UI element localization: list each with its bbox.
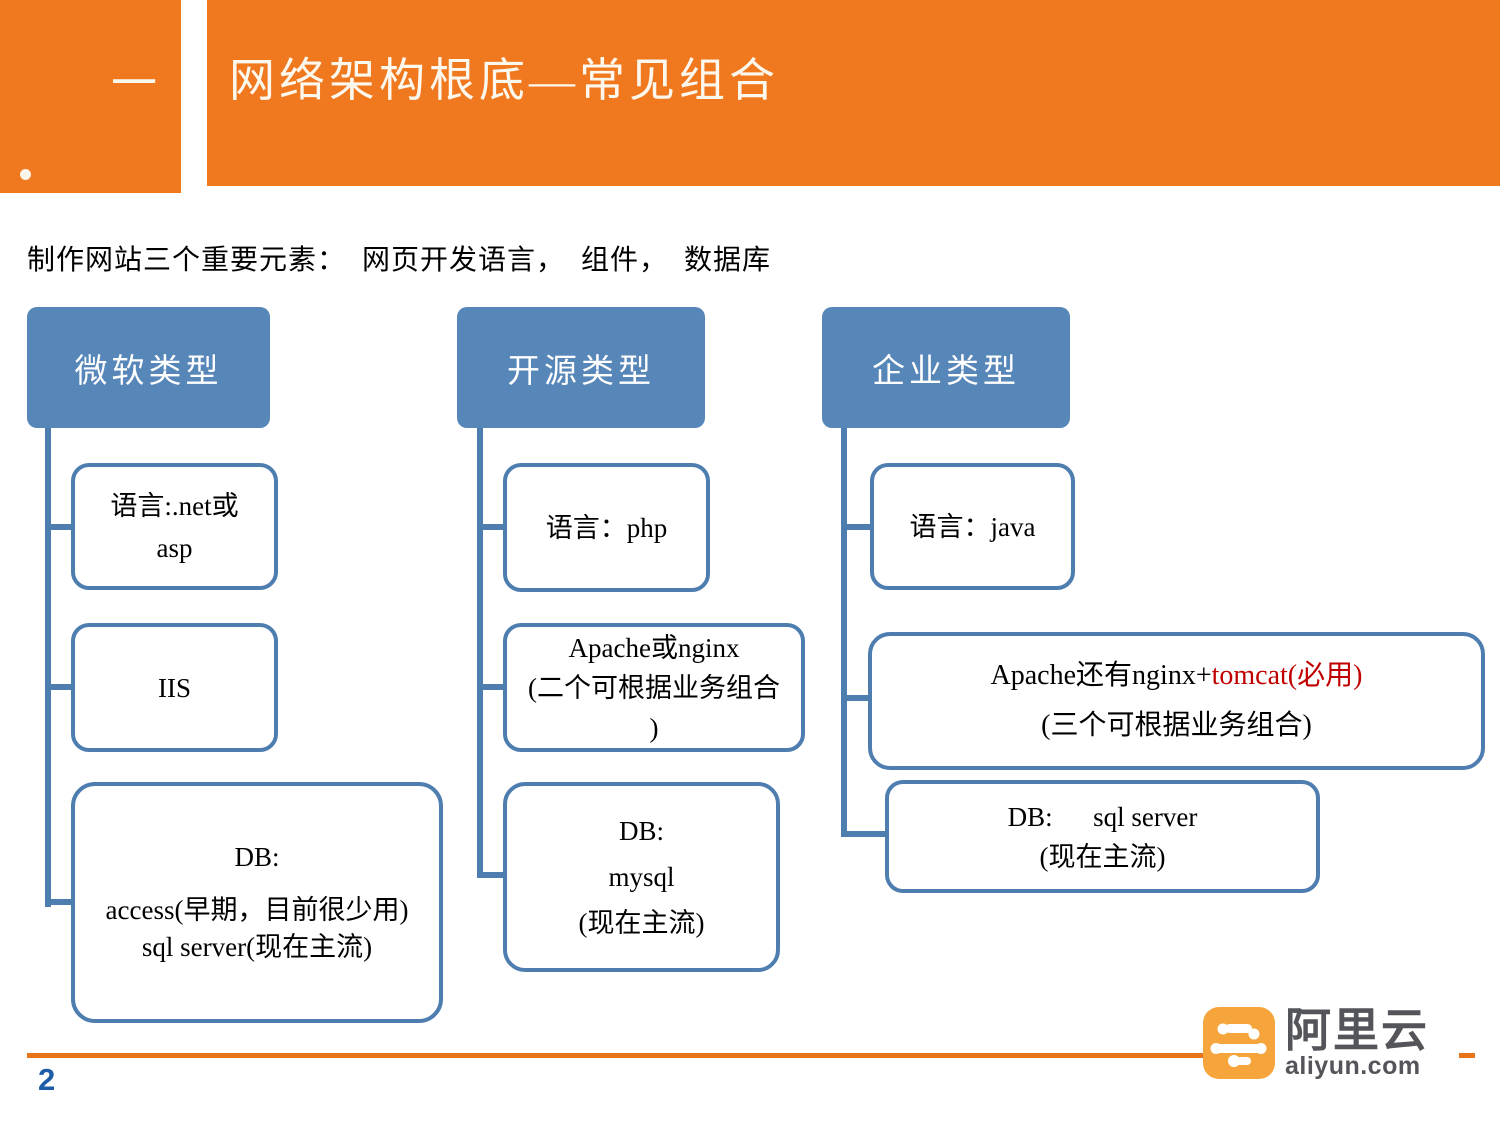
box-text-line: 语言:.net或 bbox=[110, 490, 239, 521]
box-ms-db: DB: access(早期，目前很少用) sql server(现在主流) bbox=[71, 782, 443, 1023]
box-text-line: 语言：php bbox=[545, 512, 668, 543]
footer-divider bbox=[27, 1053, 1475, 1058]
connector-line bbox=[45, 899, 71, 905]
webserver-black-text: Apache还有nginx+ bbox=[990, 660, 1212, 691]
box-text-line: DB: bbox=[234, 842, 280, 872]
box-text-line: DB: sql server bbox=[1007, 801, 1198, 832]
webserver-red-text: tomcat(必用) bbox=[1211, 660, 1363, 691]
aliyun-logo: 阿里云 aliyun.com bbox=[1203, 1000, 1459, 1086]
box-os-language: 语言：php bbox=[503, 463, 710, 592]
box-text-line: IIS bbox=[158, 672, 191, 703]
header-main-block: 网络架构根底—常见组合 bbox=[207, 0, 1500, 186]
box-ent-db: DB: sql server (现在主流) bbox=[885, 780, 1320, 893]
bullet-dot bbox=[20, 169, 31, 180]
connector-line bbox=[477, 684, 503, 690]
connector-line bbox=[45, 428, 51, 907]
aliyun-name: 阿里云 bbox=[1285, 1004, 1429, 1056]
aliyun-domain: aliyun.com bbox=[1285, 1052, 1421, 1080]
box-text-line: access(早期，目前很少用) bbox=[105, 895, 409, 925]
box-text-line: mysql bbox=[608, 862, 675, 892]
header-enterprise-type: 企业类型 bbox=[822, 307, 1070, 428]
box-text-line: asp bbox=[156, 532, 193, 563]
box-os-webserver: Apache或nginx (二个可根据业务组合 ) bbox=[503, 623, 805, 752]
connector-line bbox=[45, 684, 71, 690]
box-os-db: DB: mysql (现在主流) bbox=[503, 782, 780, 972]
box-text-line: Apache还有nginx+tomcat(必用) bbox=[991, 651, 1363, 701]
box-text-line: sql server(现在主流) bbox=[141, 932, 373, 962]
box-text-line: DB: bbox=[618, 816, 664, 846]
page-number: 2 bbox=[38, 1062, 56, 1097]
aliyun-cloud-icon bbox=[1203, 1007, 1275, 1079]
connector-line bbox=[477, 428, 483, 878]
box-ms-iis: IIS bbox=[71, 623, 278, 752]
section-number: 一 bbox=[111, 58, 157, 109]
box-text-line: (三个可根据业务组合) bbox=[1041, 710, 1312, 741]
header-left-block: 一 bbox=[0, 0, 181, 193]
box-ms-language: 语言:.net或 asp bbox=[71, 463, 278, 590]
connector-line bbox=[45, 524, 71, 530]
header-microsoft-type: 微软类型 bbox=[27, 307, 270, 428]
header-opensource-type: 开源类型 bbox=[457, 307, 705, 428]
box-text-line: (现在主流) bbox=[1039, 841, 1166, 872]
header-microsoft-label: 微软类型 bbox=[74, 353, 223, 390]
box-text-line: ) bbox=[649, 712, 659, 743]
box-ent-language: 语言：java bbox=[870, 463, 1075, 590]
connector-line bbox=[841, 695, 868, 701]
connector-line bbox=[477, 872, 503, 878]
page-title: 网络架构根底—常见组合 bbox=[229, 55, 779, 106]
header-opensource-label: 开源类型 bbox=[507, 353, 655, 390]
connector-line bbox=[477, 524, 503, 530]
box-text-line: (现在主流) bbox=[578, 908, 705, 938]
box-text-line: 语言：java bbox=[909, 511, 1036, 542]
connector-line bbox=[841, 524, 870, 530]
connector-line bbox=[841, 428, 847, 836]
intro-text: 制作网站三个重要元素： 网页开发语言， 组件， 数据库 bbox=[27, 245, 772, 276]
header-enterprise-label: 企业类型 bbox=[872, 353, 1020, 390]
box-ent-webserver: Apache还有nginx+tomcat(必用) (三个可根据业务组合) bbox=[868, 632, 1485, 770]
connector-line bbox=[841, 831, 885, 837]
box-text-line: (二个可根据业务组合 bbox=[528, 672, 780, 703]
box-text-line: Apache或nginx bbox=[568, 632, 740, 663]
aliyun-logo-text: 阿里云 aliyun.com bbox=[1285, 1007, 1429, 1079]
